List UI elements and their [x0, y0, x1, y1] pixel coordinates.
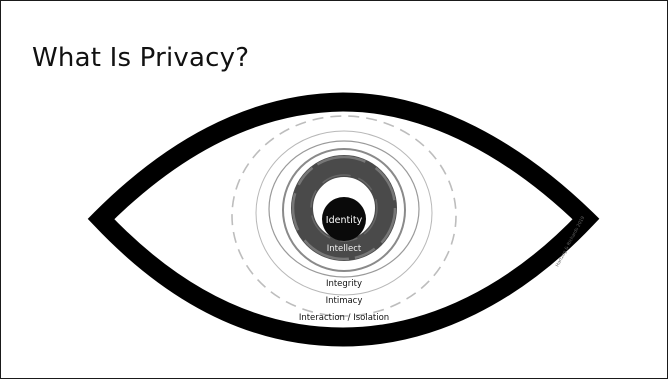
intimacy-ring-inner — [268, 140, 420, 278]
intellect-ring — [291, 155, 397, 261]
label-integrity: Integrity — [326, 279, 362, 289]
slide-title: What Is Privacy? — [32, 43, 250, 73]
identity-core — [322, 197, 366, 241]
label-interaction-isolation: Interaction / Isolation — [299, 313, 389, 323]
integrity-ring — [282, 148, 406, 272]
label-intellect: Intellect — [327, 244, 362, 254]
label-intimacy: Intimacy — [326, 296, 363, 306]
label-identity: Identity — [326, 215, 363, 226]
interaction-isolation-ring — [231, 115, 457, 317]
intellect-ring-stroke-a — [291, 155, 397, 261]
intimacy-ring-outer — [255, 130, 433, 296]
eye-outline — [87, 92, 600, 347]
